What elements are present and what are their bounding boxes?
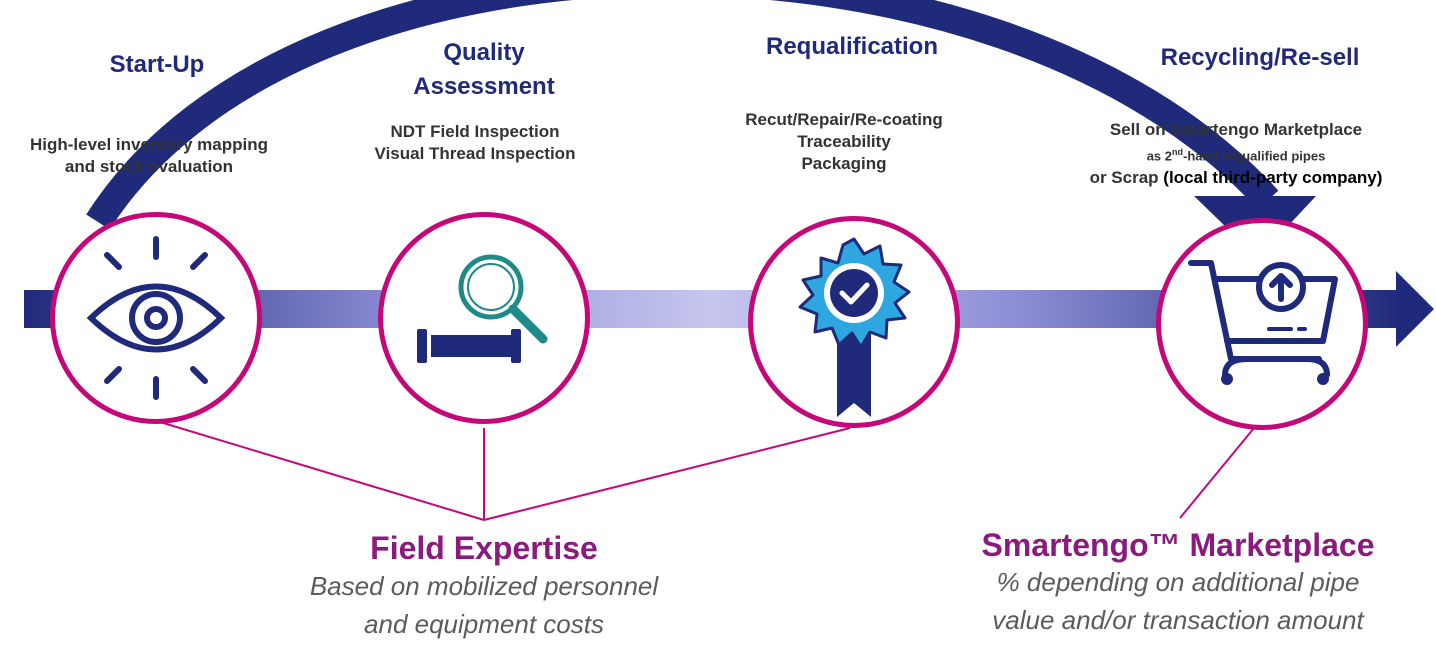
stage-title-requalification: Requalification [765,33,939,60]
stage-circle-start-up [50,212,262,424]
connector-line [159,421,485,521]
connector-line [1179,427,1255,519]
stage-description-recycling-resell: Sell on Smartengo Marketplace as 2nd-han… [1089,120,1383,188]
stage-circle-requalification [748,216,960,428]
marketplace-title: Smartengo™ Marketplace [981,527,1375,563]
stage-title-start-up: Start-Up [109,51,205,78]
stage-title-quality-assessment: Quality Assessment [413,39,555,100]
marketplace-subtitle: % depending on additional pipe value and… [992,567,1364,635]
certified-badge-icon [798,237,911,417]
stage-circle-quality-assessment [378,212,590,424]
loop-arc [86,0,1279,230]
stage-title-recycling-resell: Recycling/Re-sell [1160,44,1360,71]
connector-line [483,427,851,521]
magnifier-pipe-icon [417,254,548,363]
cart-upload-icon [1188,260,1338,385]
field-expertise-subtitle: Based on mobilized personnel and equipme… [309,571,659,639]
stage-circle-recycling-resell [1156,218,1368,430]
stage-description-start-up: High-level inventory mapping and stock e… [29,135,269,176]
stage-description-quality-assessment: NDT Field Inspection Visual Thread Inspe… [374,122,576,163]
stage-description-requalification: Recut/Repair/Re-coating Traceability Pac… [745,110,943,173]
field-expertise-title: Field Expertise [370,530,598,566]
eye-icon [86,236,226,400]
main-flow-arrow-head [1396,271,1434,347]
